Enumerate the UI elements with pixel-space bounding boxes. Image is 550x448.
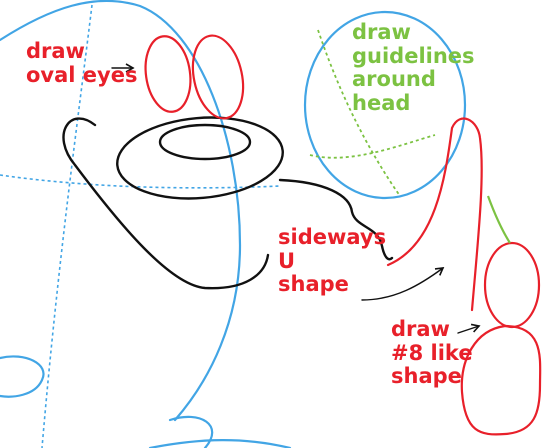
left-eye-oval — [144, 35, 192, 113]
muzzle — [62, 116, 394, 290]
u-shape-arrow — [361, 267, 445, 301]
muzzle-scribble — [278, 178, 394, 261]
head-circle — [303, 10, 467, 200]
body-guidelines — [0, 4, 281, 448]
figure-eight-body — [386, 117, 542, 436]
eyes — [144, 34, 245, 120]
label-sideways-u-line-1: sideways — [278, 225, 387, 249]
head-vertical-guideline — [317, 29, 401, 197]
label-guidelines-line-3: around — [352, 67, 436, 92]
label-figure-eight-line-2: #8 like — [391, 340, 473, 365]
body-outline-curve — [0, 0, 242, 422]
lower-loop — [460, 324, 542, 436]
label-sideways-u-line-3: shape — [278, 272, 349, 297]
label-figure-eight-line-3: shape — [391, 364, 462, 389]
label-figure-eight: draw #8 like shape — [391, 317, 473, 389]
green-connector — [486, 195, 511, 244]
muzzle-middle-ellipse — [116, 116, 284, 200]
foot-curve — [148, 439, 292, 448]
upper-loop — [483, 241, 541, 329]
head-guidelines — [309, 29, 436, 197]
label-guidelines-line-1: draw — [352, 20, 411, 44]
muzzle-outer-loop — [62, 117, 270, 290]
label-oval-eyes-line-1: draw — [26, 39, 85, 63]
body-horizontal-guideline — [0, 174, 281, 189]
pointer-arrows — [111, 63, 481, 334]
right-eye-oval — [191, 34, 245, 120]
label-oval-eyes-line-2: oval eyes — [26, 62, 138, 87]
lower-left-curve — [0, 355, 45, 398]
body-outline — [0, 0, 292, 448]
label-guidelines-line-4: head — [352, 90, 411, 115]
label-figure-eight-line-1: draw — [391, 317, 450, 341]
figure-eight-arrow — [457, 323, 481, 334]
label-guidelines-line-2: guidelines — [352, 43, 475, 68]
label-sideways-u: sideways U shape — [278, 225, 387, 297]
label-oval-eyes: draw oval eyes — [26, 39, 138, 87]
label-sideways-u-line-2: U — [278, 248, 296, 273]
body-vertical-guideline — [41, 4, 93, 448]
neck-line — [386, 117, 483, 312]
muzzle-inner-ellipse — [158, 123, 252, 161]
head-horizontal-guideline — [309, 134, 436, 159]
label-guidelines: draw guidelines around head — [352, 20, 475, 115]
